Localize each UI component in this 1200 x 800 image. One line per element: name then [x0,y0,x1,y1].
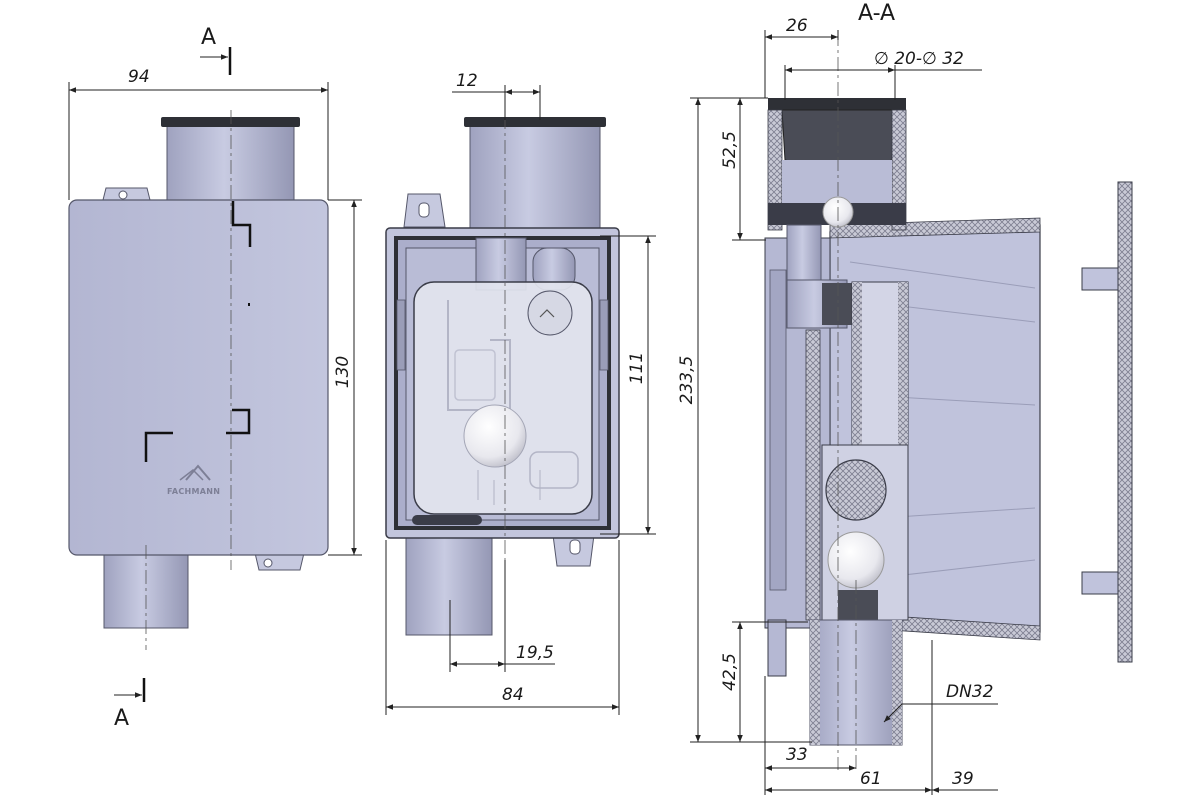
open-outlet-seal [412,515,482,525]
section-view: A-A [677,1,1133,795]
section-insert-wall-left [852,282,862,447]
front-inlet-cap [161,117,300,127]
dim-open-inner-height: 111 [627,352,647,384]
dim-section-inlet-width: 26 [786,16,808,36]
dim-open-top-offset: 12 [456,71,478,91]
open-inlet-cap [464,117,606,127]
open-float-ball [463,404,527,468]
dim-front-width: 94 [128,67,150,87]
section-inlet-cap [768,98,906,110]
open-clip-right [599,299,609,371]
open-view: 12 111 19,5 84 [385,71,656,715]
section-inner-wall [805,329,821,621]
open-insert-chamber [454,349,496,401]
open-clip-left [396,299,406,371]
section-flange [1117,181,1133,663]
open-ear-bottom-slot [569,539,581,555]
open-outlet-pipe [405,534,493,636]
section-flange-lug-bottom [1081,571,1119,595]
open-insert [413,281,593,515]
dim-section-body-depth: 61 [860,769,882,789]
brand-logo: FACHMANN [167,464,220,496]
front-body [68,199,329,556]
dim-section-outlet-size: DN32 [946,682,993,702]
dim-section-outlet-offset: 33 [786,745,808,765]
front-ear-hole-right [263,558,273,568]
section-outlet-wall-left [810,620,820,745]
section-float-ball [825,459,887,521]
brand-name: FACHMANN [167,487,220,496]
section-cut-upper [231,201,252,247]
open-insert-ribs [477,470,541,505]
front-ear-hole-left [118,190,128,200]
dim-dn32-pointer [883,703,903,723]
front-view: FACHMANN 94 130 A A [68,25,362,731]
open-insert-pocket [529,451,579,489]
section-outlet-wall-right [892,620,902,745]
section-body-lines [849,261,1036,581]
section-label-bottom: A [114,706,129,731]
dim-open-outlet-offset: 19,5 [516,643,554,663]
dim-front-height: 130 [333,356,353,388]
section-housing-rib [769,269,787,591]
open-inlet-pipe [469,124,601,236]
section-elbow-thread [822,283,852,325]
dim-section-flange-depth: 39 [952,769,974,789]
dim-section-top-height: 52,5 [720,131,740,169]
section-label-top: A [201,25,216,50]
section-lower-valve [827,531,885,589]
open-vent-logo [539,309,555,318]
section-view-title: A-A [858,1,895,26]
section-cut-mid [226,408,251,435]
section-body-top-wall [829,217,1041,239]
front-inlet-pipe [166,124,295,204]
section-insert-wall-right [898,282,908,447]
section-cut-lower [144,431,173,462]
dim-section-total-height: 233,5 [677,356,697,405]
open-ear-top-slot [418,202,430,218]
dim-section-outlet-height: 42,5 [720,653,740,691]
section-inlet-seal [781,109,896,168]
dim-open-width: 84 [502,685,524,705]
section-flange-lug-top [1081,267,1119,291]
section-mount-foot [767,619,787,677]
dim-section-inlet-diameter: ∅ 20-∅ 32 [874,49,964,69]
